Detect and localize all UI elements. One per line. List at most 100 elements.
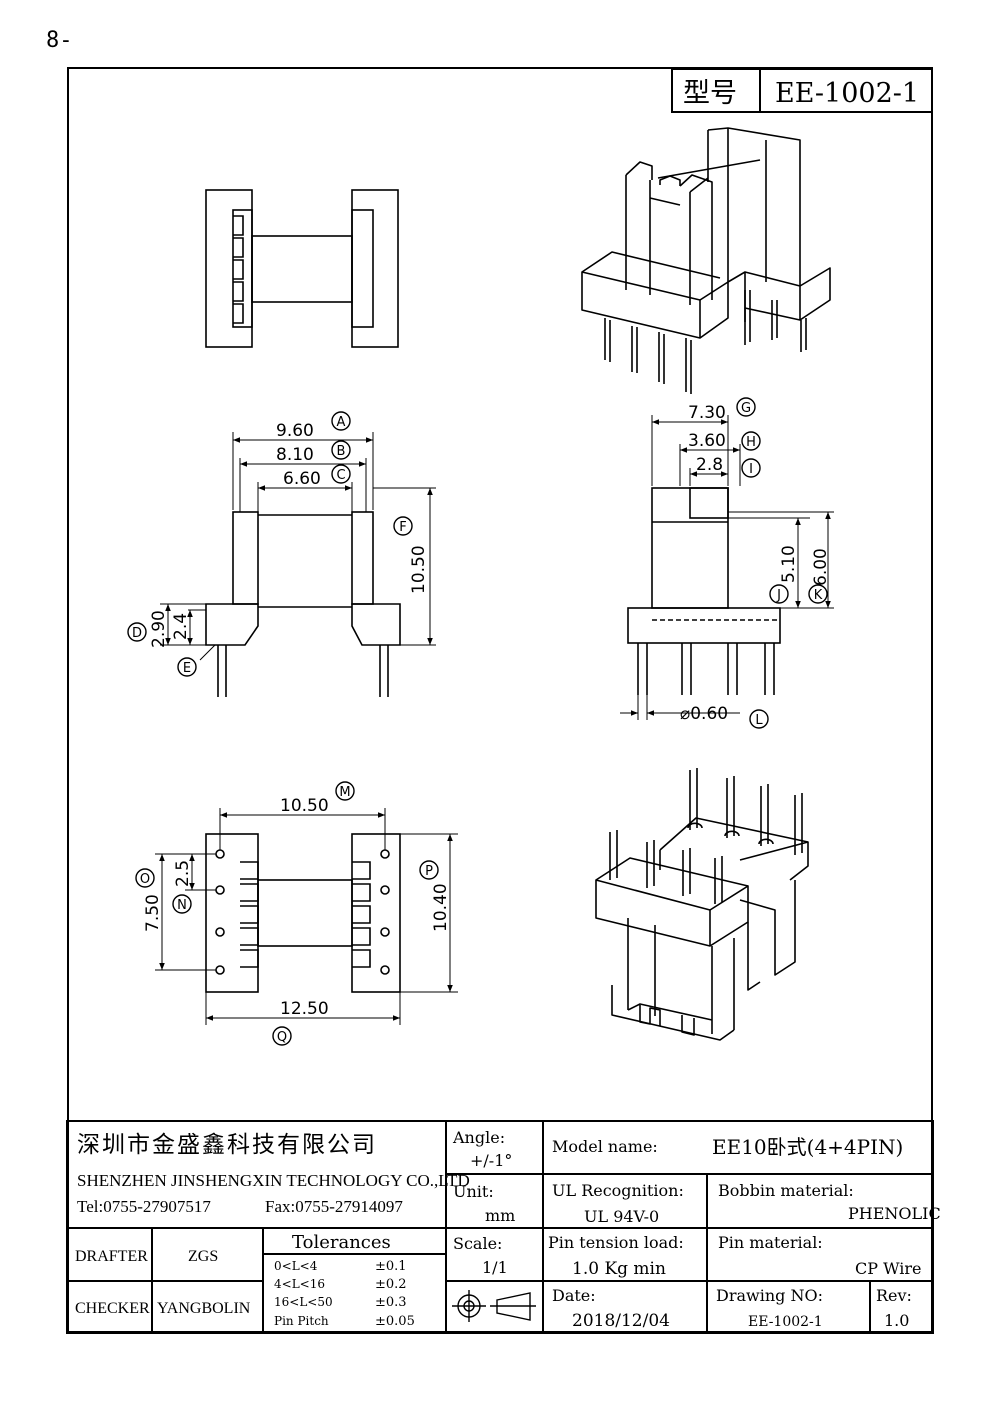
scale-value: 1/1 bbox=[482, 1258, 508, 1277]
marker-circle-l bbox=[749, 709, 769, 729]
checker-label: CHECKER bbox=[75, 1300, 150, 1317]
company-tel: Tel:0755-27907517 bbox=[77, 1197, 211, 1216]
marker-label-l: L bbox=[755, 713, 763, 728]
marker-label-b: B bbox=[337, 444, 346, 459]
dim-N: 2.5 bbox=[173, 860, 193, 887]
title-label: 型号 bbox=[683, 78, 737, 109]
marker-circle-q bbox=[272, 1026, 292, 1046]
marker-circle-c bbox=[331, 464, 351, 484]
marker-label-g: G bbox=[741, 401, 751, 416]
tol-range-3: Pin Pitch bbox=[274, 1314, 329, 1328]
bottom-view-dimensions bbox=[155, 808, 458, 1025]
company-name-en: SHENZHEN JINSHENGXIN TECHNOLOGY CO.,LTD bbox=[77, 1171, 470, 1190]
dim-M: 10.50 bbox=[280, 796, 329, 816]
tol-value-0: ±0.1 bbox=[375, 1259, 407, 1274]
marker-circle-d bbox=[127, 622, 147, 642]
dim-Q: 12.50 bbox=[280, 999, 329, 1019]
drafter-label: DRAFTER bbox=[75, 1248, 148, 1265]
marker-label-n: N bbox=[177, 898, 187, 913]
dim-L: ⌀0.60 bbox=[680, 704, 728, 724]
bobbin-label: Bobbin material: bbox=[718, 1181, 854, 1200]
marker-label-k: K bbox=[814, 588, 823, 603]
marker-label-m: M bbox=[339, 785, 350, 800]
dim-J: 5.10 bbox=[779, 545, 799, 583]
top-view-outline bbox=[205, 189, 399, 348]
rev-label: Rev: bbox=[876, 1286, 912, 1305]
checker-value: YANGBOLIN bbox=[157, 1300, 251, 1317]
angle-value: +/-1° bbox=[470, 1151, 512, 1170]
drafter-value: ZGS bbox=[188, 1248, 218, 1265]
marker-circle-p bbox=[419, 860, 439, 880]
company-fax: Fax:0755-27914097 bbox=[265, 1197, 403, 1216]
dim-H: 3.60 bbox=[688, 431, 726, 451]
marker-circle-o bbox=[135, 868, 155, 888]
scale-label: Scale: bbox=[453, 1234, 502, 1253]
pin-material-value: CP Wire bbox=[855, 1259, 922, 1278]
marker-circle-i bbox=[741, 458, 761, 478]
marker-circle-a bbox=[331, 411, 351, 431]
isometric-view-bottom bbox=[595, 768, 809, 1041]
tolerances-title: Tolerances bbox=[292, 1232, 391, 1253]
pin-material-label: Pin material: bbox=[718, 1233, 823, 1252]
dim-I: 2.8 bbox=[696, 455, 723, 475]
isometric-view-top bbox=[581, 127, 831, 394]
drawing-no-label: Drawing NO: bbox=[716, 1286, 823, 1305]
dim-E: 2.4 bbox=[171, 613, 191, 640]
dimension-labels: 9.60 8.10 6.60 10.50 2.90 2.4 7.30 3.60 … bbox=[143, 403, 831, 1019]
marker-label-h: H bbox=[746, 435, 756, 450]
front-view-outline bbox=[205, 511, 401, 697]
ul-label: UL Recognition: bbox=[552, 1181, 684, 1200]
marker-circle-g bbox=[736, 397, 756, 417]
dim-P: 10.40 bbox=[431, 883, 451, 932]
tol-range-0: 0<L<4 bbox=[274, 1259, 318, 1273]
dim-B: 8.10 bbox=[276, 445, 314, 465]
dim-K: 6.00 bbox=[811, 548, 831, 586]
marker-label-i: I bbox=[749, 462, 753, 477]
model-value: EE10卧式(4+4PIN) bbox=[712, 1135, 903, 1159]
marker-circle-k bbox=[808, 584, 828, 604]
marker-label-a: A bbox=[337, 415, 346, 430]
dim-G: 7.30 bbox=[688, 403, 726, 423]
unit-value: mm bbox=[485, 1206, 515, 1225]
marker-label-f: F bbox=[399, 520, 406, 535]
front-view-dimensions bbox=[160, 432, 436, 661]
company-name-cn: 深圳市金盛鑫科技有限公司 bbox=[77, 1132, 377, 1158]
tol-range-1: 4<L<16 bbox=[274, 1277, 325, 1291]
marker-label-e: E bbox=[183, 661, 191, 676]
unit-label: Unit: bbox=[453, 1182, 494, 1201]
dim-F: 10.50 bbox=[409, 545, 429, 594]
pin-tension-value: 1.0 Kg min bbox=[572, 1259, 666, 1279]
marker-circle-f bbox=[393, 516, 413, 536]
dim-O: 7.50 bbox=[143, 894, 163, 932]
marker-circle-n bbox=[172, 894, 192, 914]
angle-label: Angle: bbox=[452, 1128, 505, 1147]
marker-label-j: J bbox=[776, 588, 781, 603]
pin-tension-label: Pin tension load: bbox=[548, 1233, 684, 1252]
model-label: Model name: bbox=[552, 1137, 658, 1156]
date-value: 2018/12/04 bbox=[572, 1311, 670, 1331]
tol-value-3: ±0.05 bbox=[375, 1314, 415, 1329]
marker-circle-j bbox=[769, 584, 789, 604]
marker-circle-m bbox=[335, 781, 355, 801]
title-value: EE-1002-1 bbox=[775, 78, 919, 109]
title-box bbox=[671, 68, 933, 113]
marker-label-q: Q bbox=[277, 1030, 287, 1045]
marker-label-o: O bbox=[140, 872, 150, 887]
side-view-dimensions bbox=[620, 415, 834, 720]
ul-value: UL 94V-0 bbox=[584, 1207, 659, 1226]
page-number: 8- bbox=[46, 28, 73, 53]
dim-C: 6.60 bbox=[283, 469, 321, 489]
date-label: Date: bbox=[552, 1286, 596, 1305]
marker-label-c: C bbox=[336, 468, 345, 483]
tol-range-2: 16<L<50 bbox=[274, 1295, 333, 1309]
title-block-text: 深圳市金盛鑫科技有限公司 SHENZHEN JINSHENGXIN TECHNO… bbox=[75, 1128, 941, 1331]
marker-label-d: D bbox=[132, 626, 142, 641]
bobbin-value: PHENOLIC bbox=[848, 1204, 941, 1223]
projection-symbol bbox=[452, 1290, 536, 1322]
dim-D: 2.90 bbox=[149, 610, 169, 648]
bottom-view-outline bbox=[205, 833, 401, 993]
rev-value: 1.0 bbox=[884, 1311, 909, 1330]
tol-value-2: ±0.3 bbox=[375, 1295, 407, 1310]
